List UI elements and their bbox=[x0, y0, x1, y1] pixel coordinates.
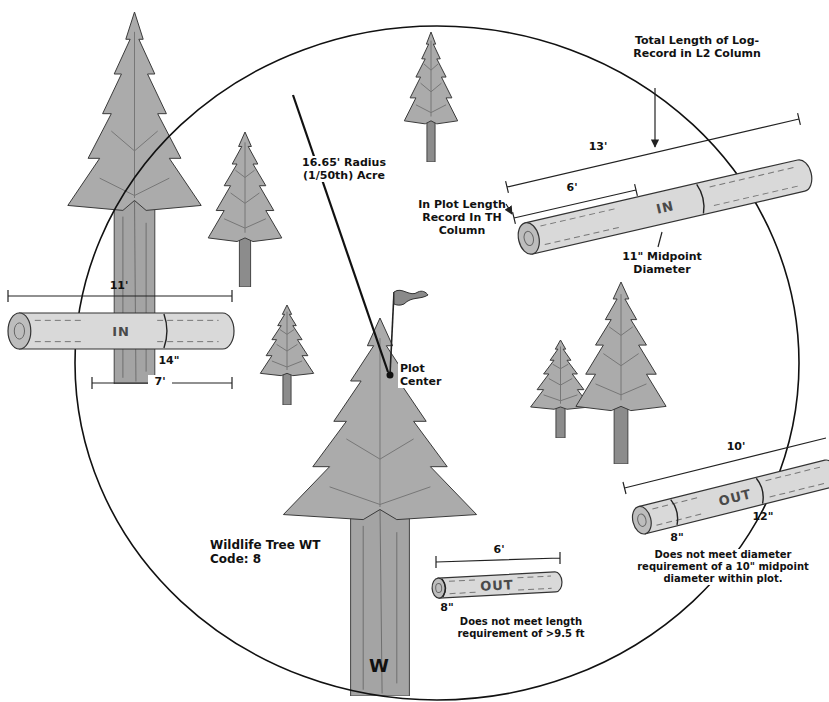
leader-line bbox=[658, 232, 662, 247]
log-end bbox=[432, 578, 446, 599]
log-ring bbox=[523, 230, 535, 246]
diameter-mark bbox=[164, 314, 167, 348]
log: IN bbox=[515, 157, 815, 258]
dimension-label: 11' bbox=[106, 279, 132, 292]
conifer-tree bbox=[576, 282, 666, 464]
dimension-label: 13' bbox=[584, 140, 612, 153]
plot-center-label: Plot Center bbox=[398, 362, 450, 388]
diameter-label: 11" Midpoint Diameter bbox=[612, 250, 712, 276]
leader-arrow bbox=[506, 204, 512, 214]
log-label: OUT bbox=[480, 577, 514, 594]
log: OUT bbox=[432, 571, 563, 600]
diameter-label: 14" bbox=[154, 354, 184, 367]
plot-center-dot bbox=[387, 372, 394, 379]
callout-text: In Plot Length Record In TH Column bbox=[416, 198, 508, 238]
log-end bbox=[630, 504, 654, 536]
trunk-mark: W bbox=[366, 655, 392, 677]
log-end bbox=[8, 313, 31, 349]
diameter-label: 8" bbox=[664, 531, 690, 544]
trees bbox=[68, 12, 666, 696]
plot-boundary bbox=[75, 26, 799, 700]
diameter-mark bbox=[671, 499, 680, 525]
log-ring bbox=[435, 583, 441, 592]
dimension-label: 6' bbox=[486, 543, 512, 556]
wildlife-tree-label: Wildlife Tree WT Code: 8 bbox=[210, 538, 324, 567]
note-text: Does not meet length requirement of >9.5… bbox=[436, 616, 606, 640]
callout-text: Total Length of Log- Record in L2 Column bbox=[612, 34, 782, 60]
radius-label: 16.65' Radius (1/50th) Acre bbox=[290, 156, 398, 182]
conifer-tree bbox=[260, 305, 313, 405]
conifer-tree bbox=[531, 340, 591, 438]
log: OUT bbox=[629, 457, 829, 537]
conifer-tree bbox=[404, 32, 457, 162]
log-body bbox=[438, 572, 562, 598]
bark-lines bbox=[652, 467, 826, 526]
log-ring bbox=[636, 513, 647, 527]
leader-arrow bbox=[654, 88, 655, 147]
diameter-mark bbox=[442, 579, 446, 597]
log-ring bbox=[14, 323, 24, 339]
diameter-label: 12" bbox=[748, 510, 778, 523]
bark-lines bbox=[449, 576, 552, 594]
dimension-label: 6' bbox=[560, 181, 584, 194]
dimension-label: 7' bbox=[148, 375, 172, 388]
log-end bbox=[515, 221, 542, 257]
log-body bbox=[638, 458, 829, 534]
bark-lines bbox=[35, 320, 219, 341]
log: IN bbox=[8, 312, 234, 350]
flag-pole bbox=[390, 292, 394, 375]
note-text: Does not meet diameter requirement of a … bbox=[628, 549, 818, 585]
diameter-mark bbox=[756, 478, 765, 504]
diameter-mark bbox=[697, 184, 707, 214]
bark-lines bbox=[540, 167, 799, 244]
flag bbox=[394, 290, 428, 305]
conifer-tree bbox=[208, 132, 282, 287]
dimension-label: 10' bbox=[722, 440, 750, 453]
log-body bbox=[525, 158, 815, 254]
radius-line bbox=[293, 95, 388, 372]
log-body bbox=[19, 313, 234, 349]
log-label: IN bbox=[112, 324, 130, 339]
diameter-label: 8" bbox=[434, 601, 460, 614]
